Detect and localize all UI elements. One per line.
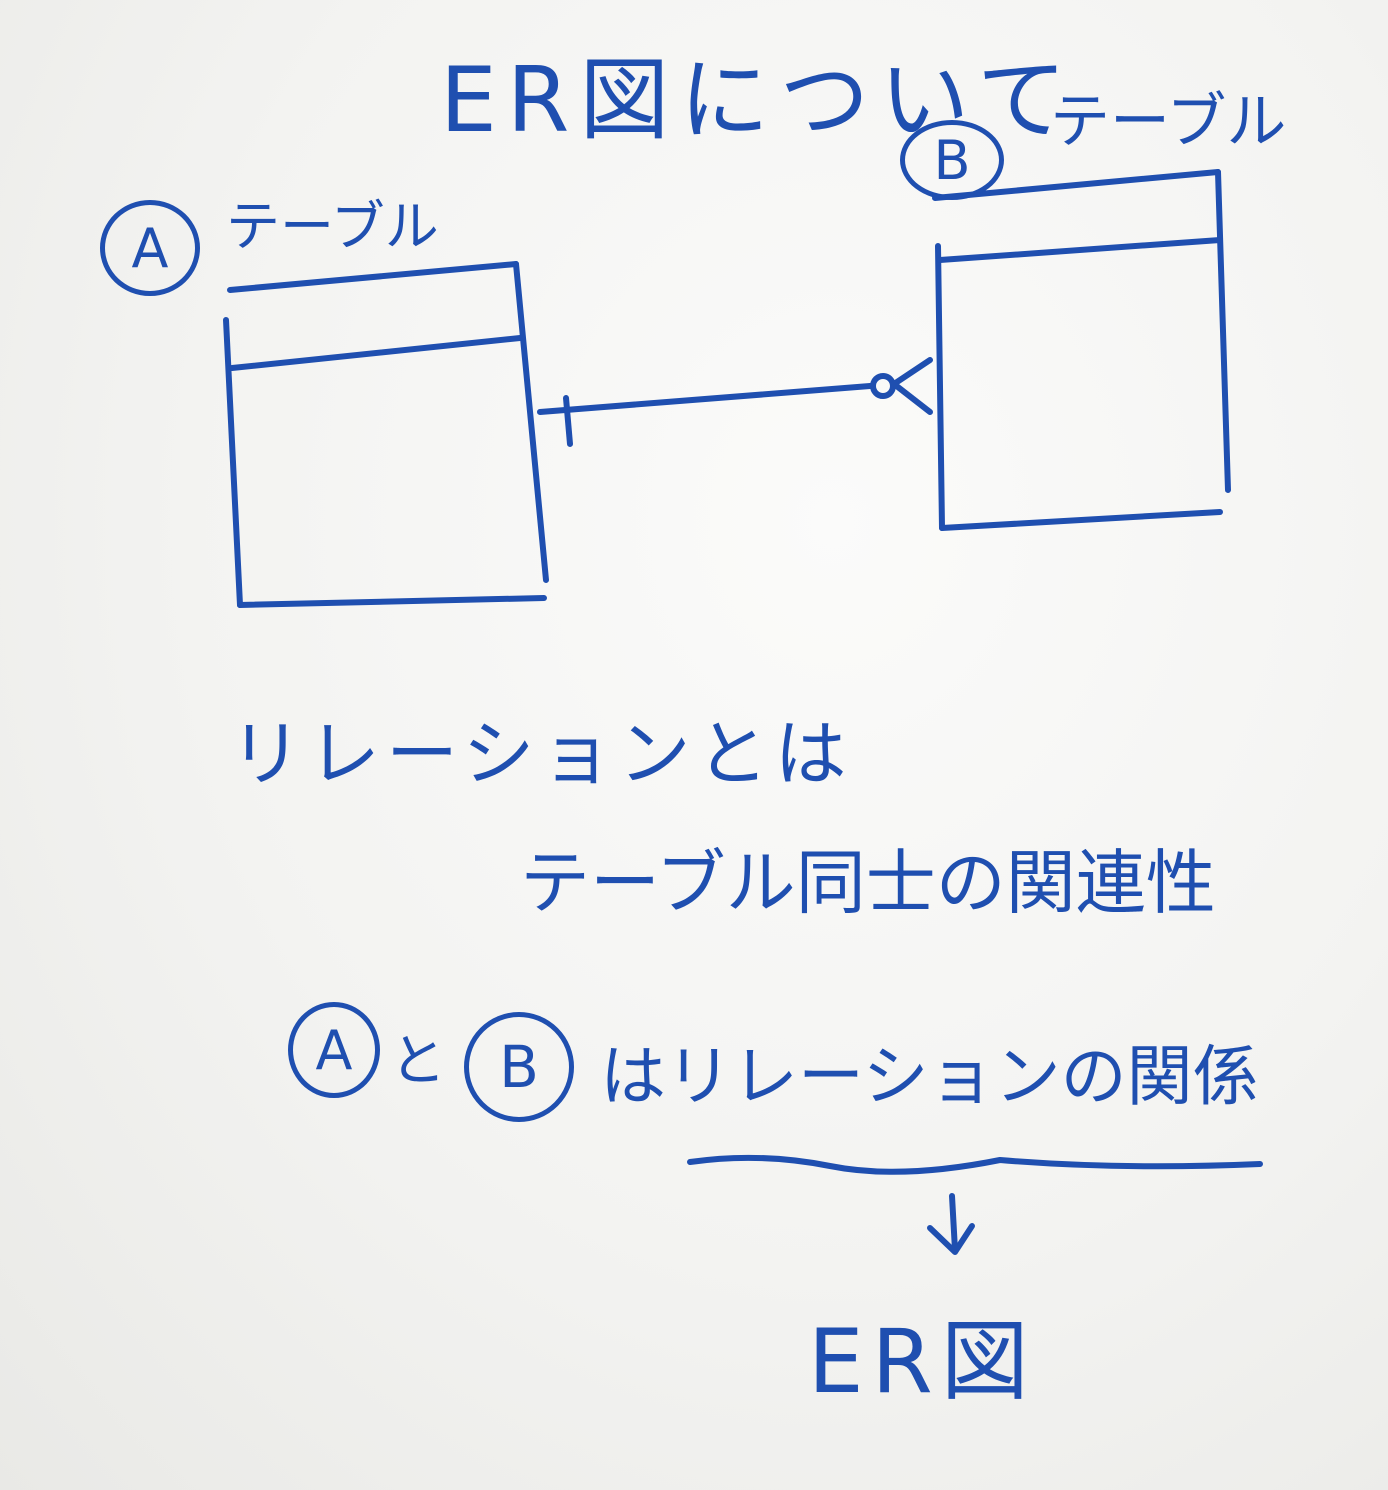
- table-b-marker-letter: B: [933, 128, 971, 192]
- statement-marker-a-letter: A: [315, 1018, 353, 1082]
- result-label: ER図: [808, 1310, 1037, 1413]
- statement-connector: と: [390, 1029, 446, 1094]
- relationship-line: [537, 357, 933, 447]
- table-a-marker-letter: A: [131, 216, 169, 280]
- statement-rest: はリレーションの関係: [600, 1038, 1259, 1115]
- table-a-marker: A: [100, 200, 200, 296]
- table-b-label: テーブル: [1050, 87, 1287, 157]
- table-a-box: [223, 261, 549, 608]
- table-b-marker: B: [900, 120, 1004, 200]
- statement-marker-a: A: [288, 1002, 380, 1098]
- table-a-label: テーブル: [226, 195, 439, 258]
- definition-body: テーブル同士の関連性: [520, 842, 1216, 924]
- definition-heading: リレーションとは: [230, 712, 853, 796]
- statement-marker-b: B: [464, 1012, 574, 1122]
- table-b-box: [932, 169, 1231, 531]
- statement-marker-b-letter: B: [499, 1033, 539, 1101]
- underline-and-arrow: [687, 1154, 1263, 1255]
